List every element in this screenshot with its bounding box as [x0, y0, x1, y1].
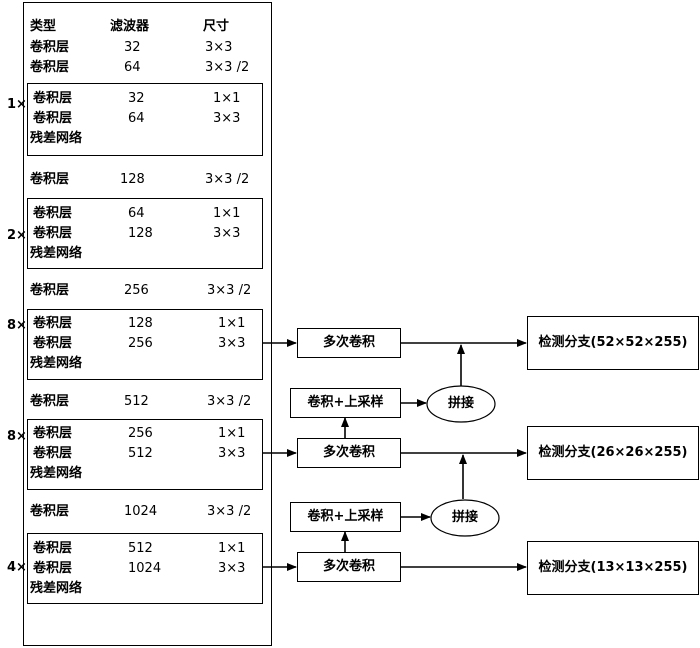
block-row-size: 1×1 [218, 541, 246, 556]
block-row-filters: 64 [128, 206, 145, 221]
block-repeat: 2× [7, 228, 27, 243]
block-row-filters: 128 [128, 226, 153, 241]
block-row-size: 1×1 [218, 426, 246, 441]
row-size: 3×3 [205, 40, 233, 55]
block-repeat: 4× [7, 560, 27, 575]
row-filters: 128 [120, 172, 145, 187]
multi-conv-box-3: 多次卷积 [297, 552, 401, 582]
block-label: 残差网络 [30, 246, 83, 261]
residual-block-2 [27, 198, 263, 269]
block-row-size: 3×3 [213, 111, 241, 126]
block-row-size: 1×1 [213, 91, 241, 106]
row-size: 3×3 /2 [207, 504, 252, 519]
block-row-type: 卷积层 [33, 111, 73, 126]
block-row-filters: 1024 [128, 561, 162, 576]
block-label: 残差网络 [30, 356, 83, 371]
row-type: 卷积层 [30, 283, 70, 298]
header-filters: 滤波器 [110, 19, 150, 34]
detection-branch-26: 检测分支(26×26×255) [527, 426, 699, 480]
row-type: 卷积层 [30, 394, 70, 409]
block-row-type: 卷积层 [33, 336, 73, 351]
row-type: 卷积层 [30, 60, 70, 75]
block-row-size: 3×3 [218, 446, 246, 461]
block-row-size: 3×3 [218, 336, 246, 351]
multi-conv-box-1: 多次卷积 [297, 328, 401, 358]
backbone-frame [23, 2, 272, 646]
block-row-type: 卷积层 [33, 446, 73, 461]
row-type: 卷积层 [30, 40, 70, 55]
block-row-type: 卷积层 [33, 541, 73, 556]
row-size: 3×3 /2 [207, 283, 252, 298]
row-size: 3×3 /2 [205, 60, 250, 75]
concat-label-2: 拼接 [451, 510, 478, 525]
residual-block-3 [27, 309, 263, 380]
block-repeat: 8× [7, 318, 27, 333]
block-row-size: 3×3 [213, 226, 241, 241]
row-filters: 64 [124, 60, 141, 75]
block-row-filters: 256 [128, 426, 153, 441]
row-filters: 32 [124, 40, 141, 55]
row-type: 卷积层 [30, 172, 70, 187]
block-row-filters: 64 [128, 111, 145, 126]
block-row-filters: 32 [128, 91, 145, 106]
concat-ellipse-1 [426, 385, 496, 423]
conv-upsample-box-1: 卷积+上采样 [290, 388, 401, 418]
block-row-size: 1×1 [213, 206, 241, 221]
block-row-filters: 128 [128, 316, 153, 331]
row-size: 3×3 /2 [207, 394, 252, 409]
block-row-type: 卷积层 [33, 206, 73, 221]
block-repeat: 8× [7, 429, 27, 444]
residual-block-4 [27, 419, 263, 490]
row-filters: 512 [124, 394, 149, 409]
block-row-type: 卷积层 [33, 226, 73, 241]
block-label: 残差网络 [30, 581, 83, 596]
block-row-type: 卷积层 [33, 316, 73, 331]
block-repeat: 1× [7, 97, 27, 112]
header-size: 尺寸 [203, 19, 230, 34]
multi-conv-box-2: 多次卷积 [297, 438, 401, 468]
concat-label-1: 拼接 [447, 396, 474, 411]
block-row-filters: 512 [128, 541, 153, 556]
detection-branch-13: 检测分支(13×13×255) [527, 541, 699, 595]
residual-block-1 [27, 83, 263, 156]
block-label: 残差网络 [30, 466, 83, 481]
conv-upsample-box-2: 卷积+上采样 [290, 502, 401, 532]
residual-block-5 [27, 533, 263, 604]
block-row-filters: 256 [128, 336, 153, 351]
block-row-type: 卷积层 [33, 561, 73, 576]
block-row-size: 3×3 [218, 561, 246, 576]
row-filters: 1024 [124, 504, 158, 519]
concat-ellipse-2 [430, 499, 500, 537]
detection-branch-52: 检测分支(52×52×255) [527, 316, 699, 370]
block-row-filters: 512 [128, 446, 153, 461]
block-label: 残差网络 [30, 131, 83, 146]
block-row-size: 1×1 [218, 316, 246, 331]
header-type: 类型 [30, 19, 57, 34]
row-type: 卷积层 [30, 504, 70, 519]
block-row-type: 卷积层 [33, 91, 73, 106]
row-filters: 256 [124, 283, 149, 298]
row-size: 3×3 /2 [205, 172, 250, 187]
block-row-type: 卷积层 [33, 426, 73, 441]
